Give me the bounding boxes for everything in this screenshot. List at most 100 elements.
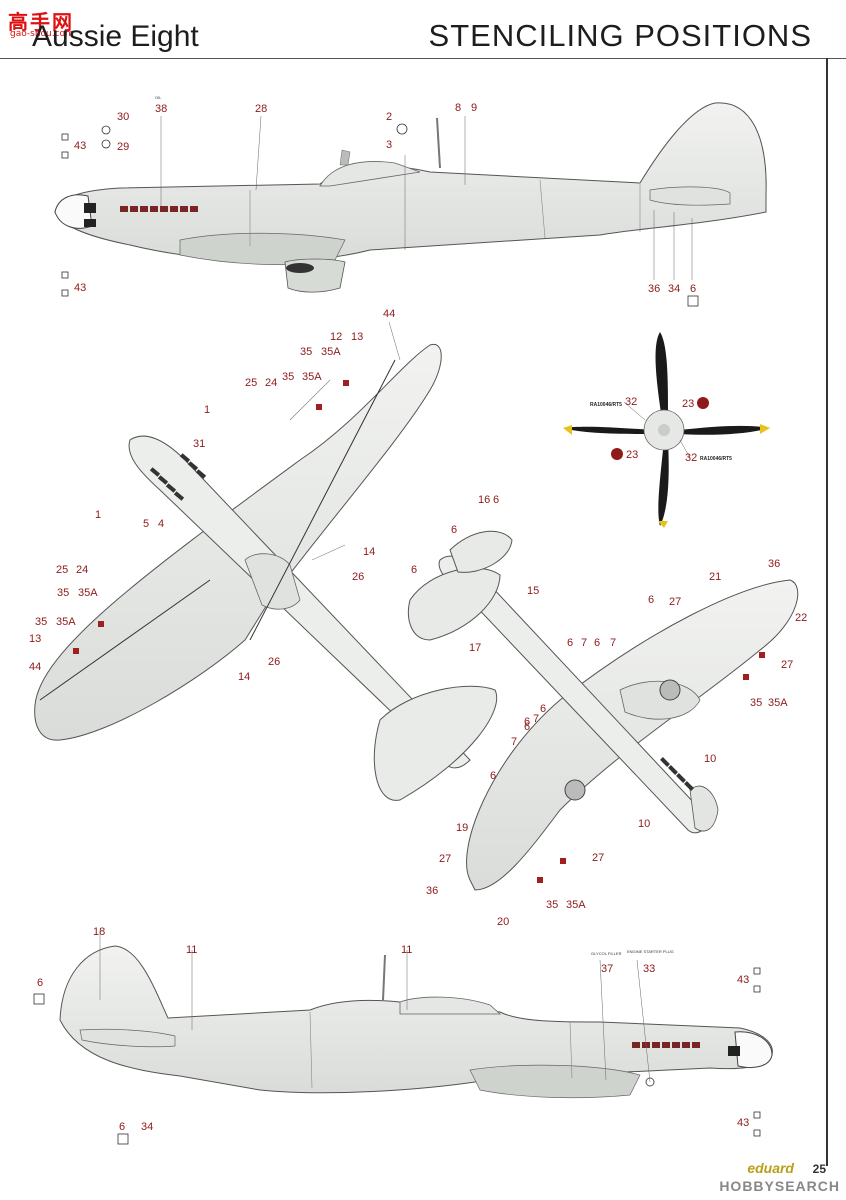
num-26: 26 bbox=[268, 656, 280, 668]
num-1: 1 bbox=[95, 509, 101, 521]
stencil-mark-icon bbox=[61, 151, 69, 159]
num-35: 35 bbox=[750, 697, 762, 709]
stencil-circle-icon bbox=[396, 123, 408, 135]
num-27: 27 bbox=[439, 853, 451, 865]
num-14: 14 bbox=[238, 671, 250, 683]
page-number: 25 bbox=[812, 1162, 826, 1176]
num-15: 15 bbox=[527, 585, 539, 597]
num-35: 35 bbox=[546, 899, 558, 911]
num-34: 34 bbox=[141, 1121, 153, 1133]
num-22: 22 bbox=[795, 612, 807, 624]
num-11: 11 bbox=[401, 944, 412, 956]
num-43: 43 bbox=[737, 1117, 749, 1129]
num-23: 23 bbox=[626, 449, 638, 461]
num-6: 6 bbox=[524, 716, 530, 728]
stencil-circle-icon bbox=[101, 139, 111, 149]
num-6: 6 bbox=[37, 977, 43, 989]
stencil-glyphs bbox=[33, 123, 761, 1145]
num-36: 36 bbox=[768, 558, 780, 570]
prop-code-left: RA10046/RT5 bbox=[590, 402, 622, 408]
num-6: 6 bbox=[690, 283, 696, 295]
num-27: 27 bbox=[781, 659, 793, 671]
num-8: 8 bbox=[455, 102, 461, 114]
num-6: 6 bbox=[451, 524, 457, 536]
stencil-mark-icon bbox=[61, 133, 69, 141]
num-35a: 35A bbox=[768, 697, 788, 709]
oil-label: OIL bbox=[155, 95, 162, 100]
watermark: HOBBYSEARCH bbox=[719, 1178, 840, 1194]
num-44: 44 bbox=[29, 661, 41, 673]
num-6: 6 bbox=[567, 637, 573, 649]
num-43: 43 bbox=[737, 974, 749, 986]
num-10: 10 bbox=[638, 818, 650, 830]
prop-code-right: RA10046/RT5 bbox=[700, 456, 732, 462]
num-6: 6 bbox=[540, 703, 546, 715]
stencil-circle-icon bbox=[101, 125, 111, 135]
num-35a: 35A bbox=[78, 587, 98, 599]
num-35: 35 bbox=[57, 587, 69, 599]
top-view bbox=[34, 343, 498, 801]
side-view-right bbox=[59, 945, 773, 1099]
num-32: 32 bbox=[625, 396, 637, 408]
num-35: 35 bbox=[300, 346, 312, 358]
site-logo-url: gao-shou.com bbox=[10, 29, 74, 39]
num-21: 21 bbox=[709, 571, 721, 583]
num-19: 19 bbox=[456, 822, 468, 834]
num-34: 34 bbox=[668, 283, 680, 295]
num-7: 7 bbox=[610, 637, 616, 649]
num-35a: 35A bbox=[56, 616, 76, 628]
num-2: 2 bbox=[386, 111, 392, 123]
num-12: 12 bbox=[330, 331, 342, 343]
num-37: 37 bbox=[601, 963, 613, 975]
stencil-mark-icon bbox=[753, 1111, 761, 1119]
num-7: 7 bbox=[511, 736, 517, 748]
num-24: 24 bbox=[76, 564, 88, 576]
num-4: 4 bbox=[158, 518, 164, 530]
num-3: 3 bbox=[386, 139, 392, 151]
num-25: 25 bbox=[56, 564, 68, 576]
num-35a: 35A bbox=[566, 899, 586, 911]
num-11: 11 bbox=[186, 944, 197, 956]
stencil-mark-icon bbox=[753, 1129, 761, 1137]
num-30: 30 bbox=[117, 111, 129, 123]
bottom-view bbox=[407, 530, 799, 891]
sheet-title: STENCILING POSITIONS bbox=[428, 18, 812, 53]
site-logo: 高手网 gao-shou.com bbox=[4, 4, 74, 39]
stencil-mark-icon bbox=[753, 967, 761, 975]
leader-lines bbox=[99, 115, 693, 1083]
num-28: 28 bbox=[255, 103, 267, 115]
num-36: 36 bbox=[648, 283, 660, 295]
propeller-diagram bbox=[563, 332, 770, 528]
num-27: 27 bbox=[592, 852, 604, 864]
stencil-mark-icon bbox=[117, 1133, 129, 1145]
header-rule bbox=[0, 58, 846, 59]
num-6: 6 bbox=[119, 1121, 125, 1133]
stencil-mark-icon bbox=[61, 289, 69, 297]
num-7: 7 bbox=[533, 713, 539, 725]
num-38: 38 bbox=[155, 103, 167, 115]
num-16: 16 bbox=[478, 494, 490, 506]
num-25: 25 bbox=[245, 377, 257, 389]
site-logo-text: 高手网 bbox=[8, 12, 74, 34]
stencil-mark-icon bbox=[687, 295, 699, 307]
num-31: 31 bbox=[193, 438, 205, 450]
stencil-mark-icon bbox=[753, 985, 761, 993]
side-view-left bbox=[54, 102, 767, 293]
stencil-mark-icon bbox=[61, 271, 69, 279]
num-36: 36 bbox=[426, 885, 438, 897]
num-26: 26 bbox=[352, 571, 364, 583]
num-20: 20 bbox=[497, 916, 509, 928]
num-29: 29 bbox=[117, 141, 129, 153]
num-6: 6 bbox=[594, 637, 600, 649]
num-6: 6 bbox=[411, 564, 417, 576]
right-border bbox=[826, 58, 828, 1166]
num-7: 7 bbox=[581, 637, 587, 649]
num-33: 33 bbox=[643, 963, 655, 975]
stencil-mark-icon bbox=[33, 993, 45, 1005]
num-6: 6 bbox=[648, 594, 654, 606]
num-35: 35 bbox=[282, 371, 294, 383]
num-10: 10 bbox=[704, 753, 716, 765]
num-5: 5 bbox=[143, 518, 149, 530]
num-35a: 35A bbox=[302, 371, 322, 383]
